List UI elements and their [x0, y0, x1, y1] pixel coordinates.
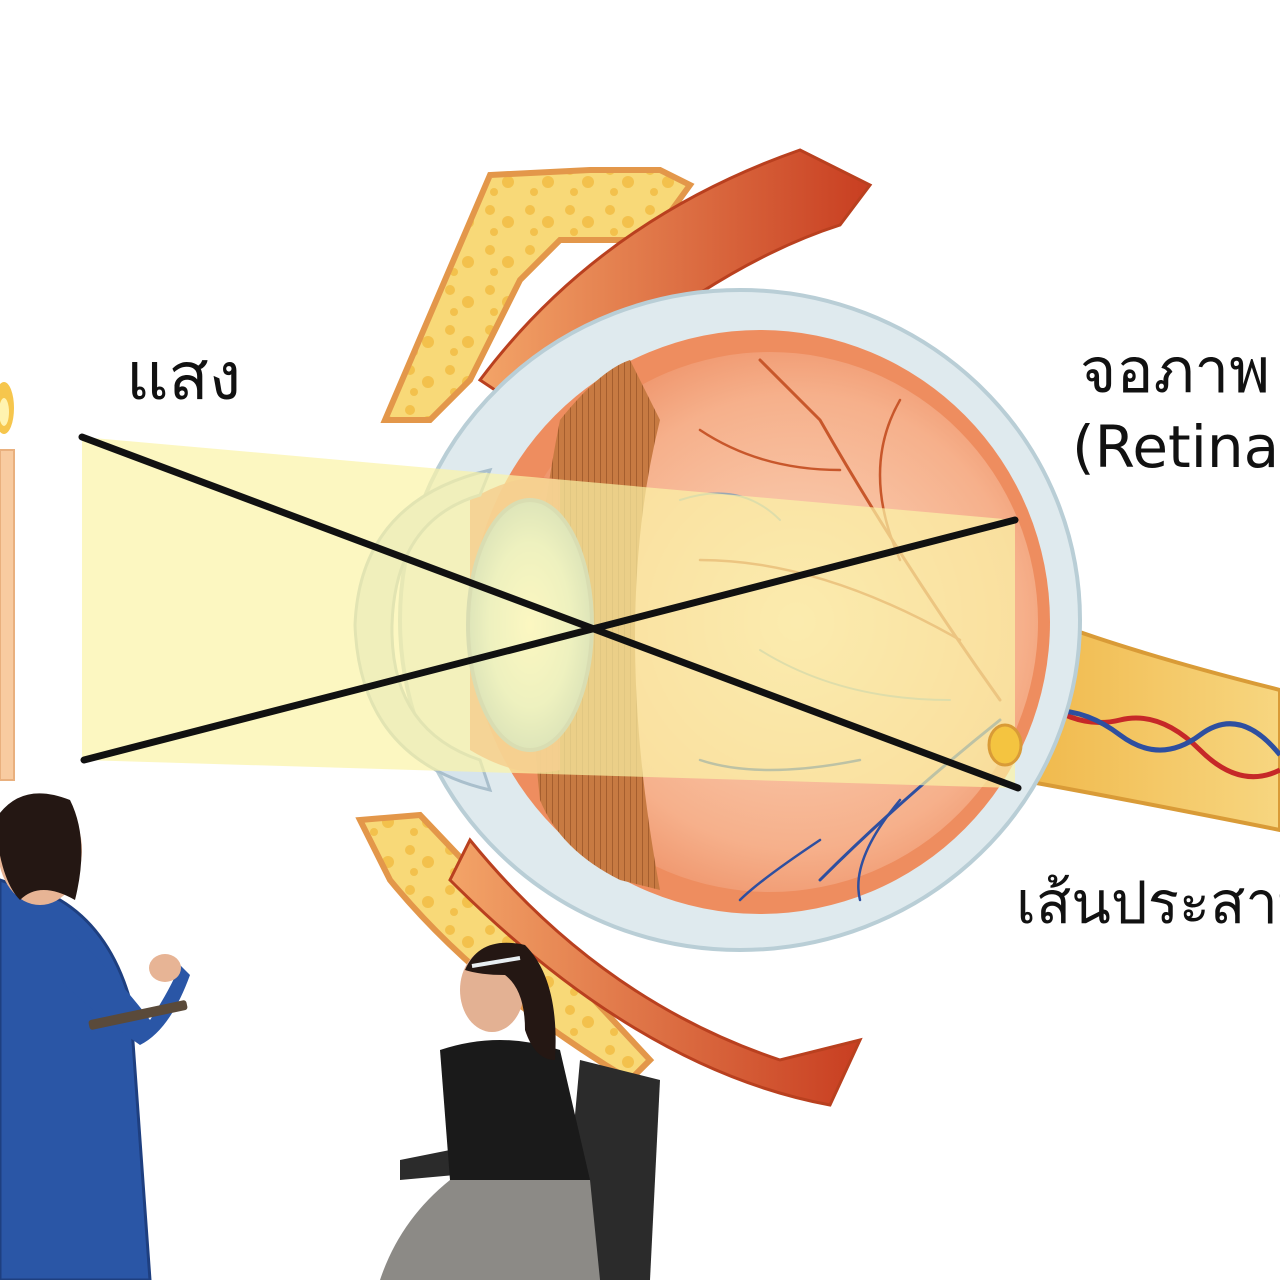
student-person: [380, 942, 660, 1280]
ray-upper: [78, 433, 1022, 792]
retina-label-thai: จอภาพ: [1080, 334, 1271, 407]
nerve-artery: [1038, 697, 1280, 780]
ray-lower: [80, 516, 1019, 764]
retina-label-english: (Retina: [1072, 413, 1280, 481]
candle-icon: [0, 382, 15, 781]
optic-nerve-label: เส้นประสาท: [1016, 869, 1280, 937]
light-label: แสง: [126, 338, 242, 415]
presenter-person: [0, 793, 190, 1280]
nerve-vein: [1039, 708, 1280, 757]
lower-eye-muscle: [448, 837, 863, 1107]
optic-disc: [987, 723, 1023, 767]
